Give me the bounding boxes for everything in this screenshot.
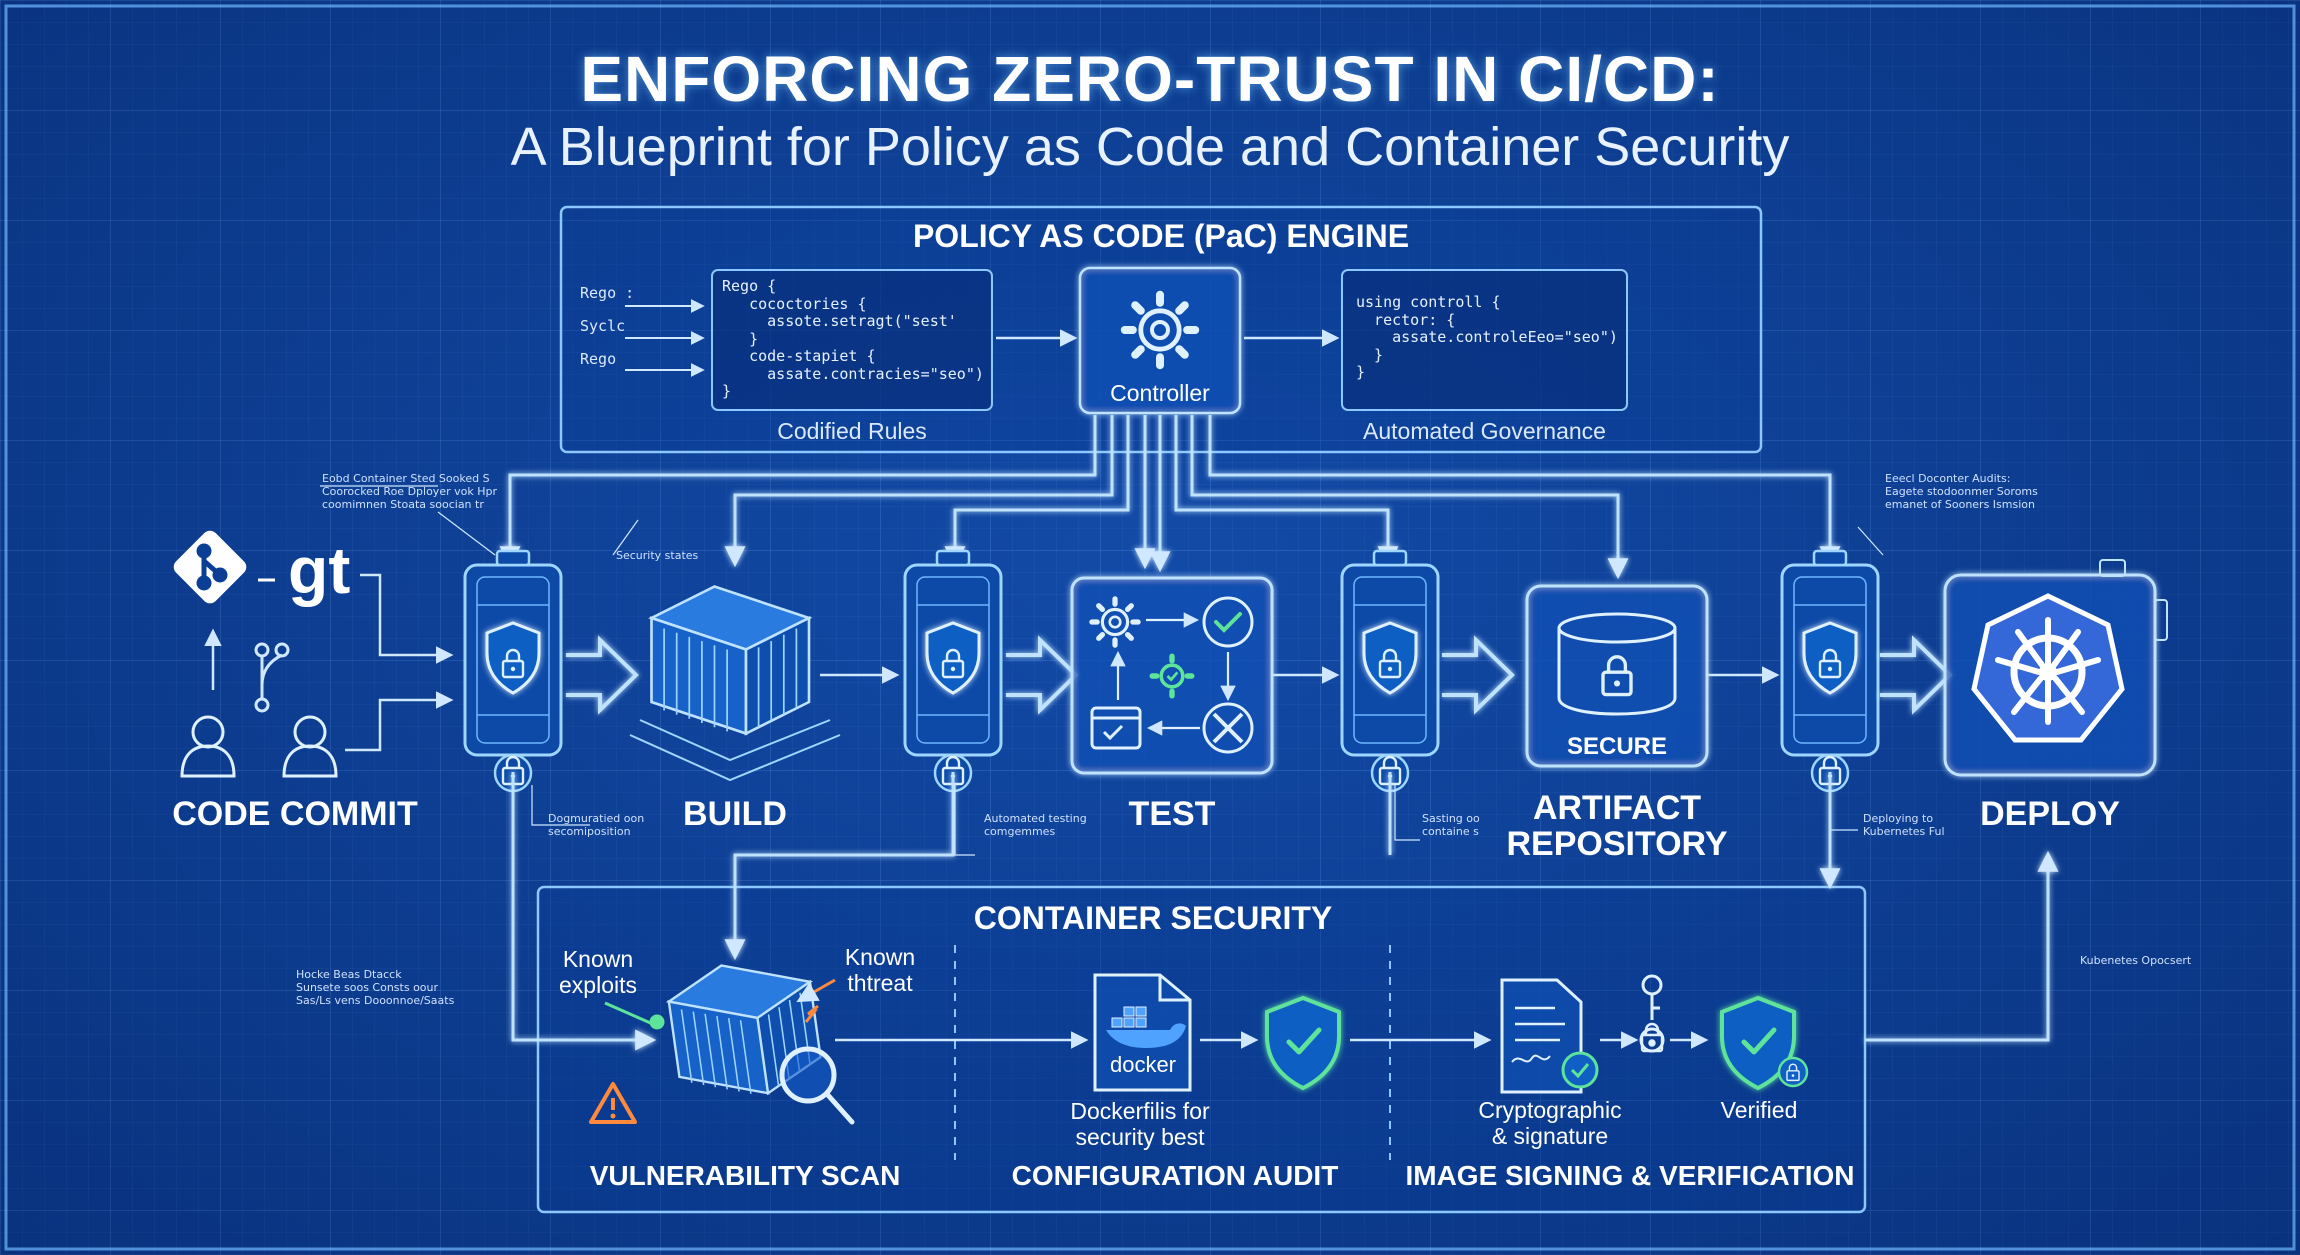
stage-artifact-repository: ARTIFACT REPOSITORY bbox=[1506, 789, 1728, 863]
security-gate-1[interactable] bbox=[465, 551, 561, 791]
developer-icon-2 bbox=[282, 715, 338, 778]
note-deploy-top: Eeecl Doconter Audits: Eagete stodoonmer… bbox=[1885, 472, 2038, 511]
stage-test: TEST bbox=[1128, 795, 1216, 833]
stage-deploy: DEPLOY bbox=[1980, 795, 2120, 833]
note-test-bottom: Automated testing comgemmes bbox=[984, 812, 1087, 838]
note-commit-top: Eobd Container Sted Sooked S Coorocked R… bbox=[322, 472, 497, 511]
artifact-repository-box[interactable] bbox=[1525, 584, 1709, 768]
known-threat-label: Known thtreat bbox=[844, 944, 916, 996]
test-check-icon bbox=[1202, 596, 1254, 648]
pac-input-3: Rego bbox=[580, 350, 617, 368]
note-left-mid: Hocke Beas Dtacck Sunsete soos Consts oo… bbox=[296, 968, 455, 1007]
page-title: ENFORCING ZERO-TRUST IN CI/CD: bbox=[580, 43, 1720, 115]
container-security-title: CONTAINER SECURITY bbox=[973, 900, 1333, 936]
codified-rules-code: Rego { cococtories { assote.setragt("ses… bbox=[722, 277, 984, 400]
signed-document-icon bbox=[1500, 978, 1599, 1094]
magnifier-icon bbox=[779, 1046, 855, 1125]
page-subtitle: A Blueprint for Policy as Code and Conta… bbox=[510, 117, 1790, 177]
kubernetes-icon bbox=[1971, 593, 2125, 743]
threat-spark-icon bbox=[796, 978, 836, 1023]
security-gate-3[interactable] bbox=[1342, 551, 1438, 791]
governance-code: using controll { rector: { assate.contro… bbox=[1356, 293, 1618, 381]
codified-rules-box bbox=[711, 269, 993, 411]
controller-box[interactable] bbox=[1078, 266, 1242, 415]
test-browser-icon bbox=[1090, 706, 1142, 750]
note-deploy-bottom: Deploying to Kubernetes Ful bbox=[1863, 812, 1945, 838]
branch-icon bbox=[254, 642, 290, 713]
verified-caption: Verified bbox=[1720, 1097, 1798, 1123]
test-tools-icon bbox=[1202, 702, 1254, 754]
security-gate-2[interactable] bbox=[905, 551, 1001, 791]
database-icon bbox=[1557, 612, 1677, 716]
crypto-signature-caption: Cryptographic & signature bbox=[1478, 1097, 1622, 1149]
note-build-top: Security states bbox=[616, 549, 699, 562]
known-exploits-label: Known exploits bbox=[559, 946, 637, 998]
section-image-signing: IMAGE SIGNING & VERIFICATION bbox=[1405, 1160, 1855, 1191]
codified-rules-caption: Codified Rules bbox=[777, 418, 927, 444]
note-commit-bottom: Dogmuratied oon secomiposition bbox=[548, 812, 645, 838]
test-center-gear-icon bbox=[1149, 653, 1195, 699]
controller-policy-lines bbox=[499, 415, 1841, 580]
stage-build: BUILD bbox=[683, 795, 787, 833]
note-right-mid: Kubenetes Opocsert bbox=[2080, 954, 2192, 967]
pac-engine-title: POLICY AS CODE (PaC) ENGINE bbox=[912, 218, 1410, 254]
section-configuration-audit: CONFIGURATION AUDIT bbox=[1011, 1160, 1339, 1191]
stage-code-commit: CODE COMMIT bbox=[172, 795, 418, 833]
dockerfile-caption: Dockerfilis for security best bbox=[1070, 1098, 1210, 1150]
exploit-marker-icon bbox=[604, 1001, 665, 1030]
docker-label: docker bbox=[1109, 1052, 1177, 1077]
note-artifact-bottom: Sasting oo containe s bbox=[1422, 812, 1480, 838]
section-vulnerability-scan: VULNERABILITY SCAN bbox=[589, 1160, 901, 1191]
governance-caption: Automated Governance bbox=[1363, 418, 1606, 444]
dockerfile-icon bbox=[1093, 973, 1192, 1092]
pac-input-1: Rego : bbox=[580, 284, 635, 302]
pac-input-arrows bbox=[625, 299, 705, 377]
build-container-icon bbox=[650, 585, 811, 735]
key-icon bbox=[1639, 974, 1665, 1053]
pac-input-2: Syclc bbox=[580, 317, 626, 335]
developer-icon bbox=[180, 715, 236, 778]
git-text: gt bbox=[288, 533, 351, 607]
controller-label: Controller bbox=[1110, 380, 1210, 406]
governance-box bbox=[1341, 269, 1628, 411]
security-gate-4[interactable] bbox=[1782, 551, 1878, 791]
warning-icon bbox=[589, 1082, 637, 1124]
secure-label: SECURE bbox=[1566, 733, 1668, 760]
container-security-box bbox=[536, 885, 1867, 1214]
